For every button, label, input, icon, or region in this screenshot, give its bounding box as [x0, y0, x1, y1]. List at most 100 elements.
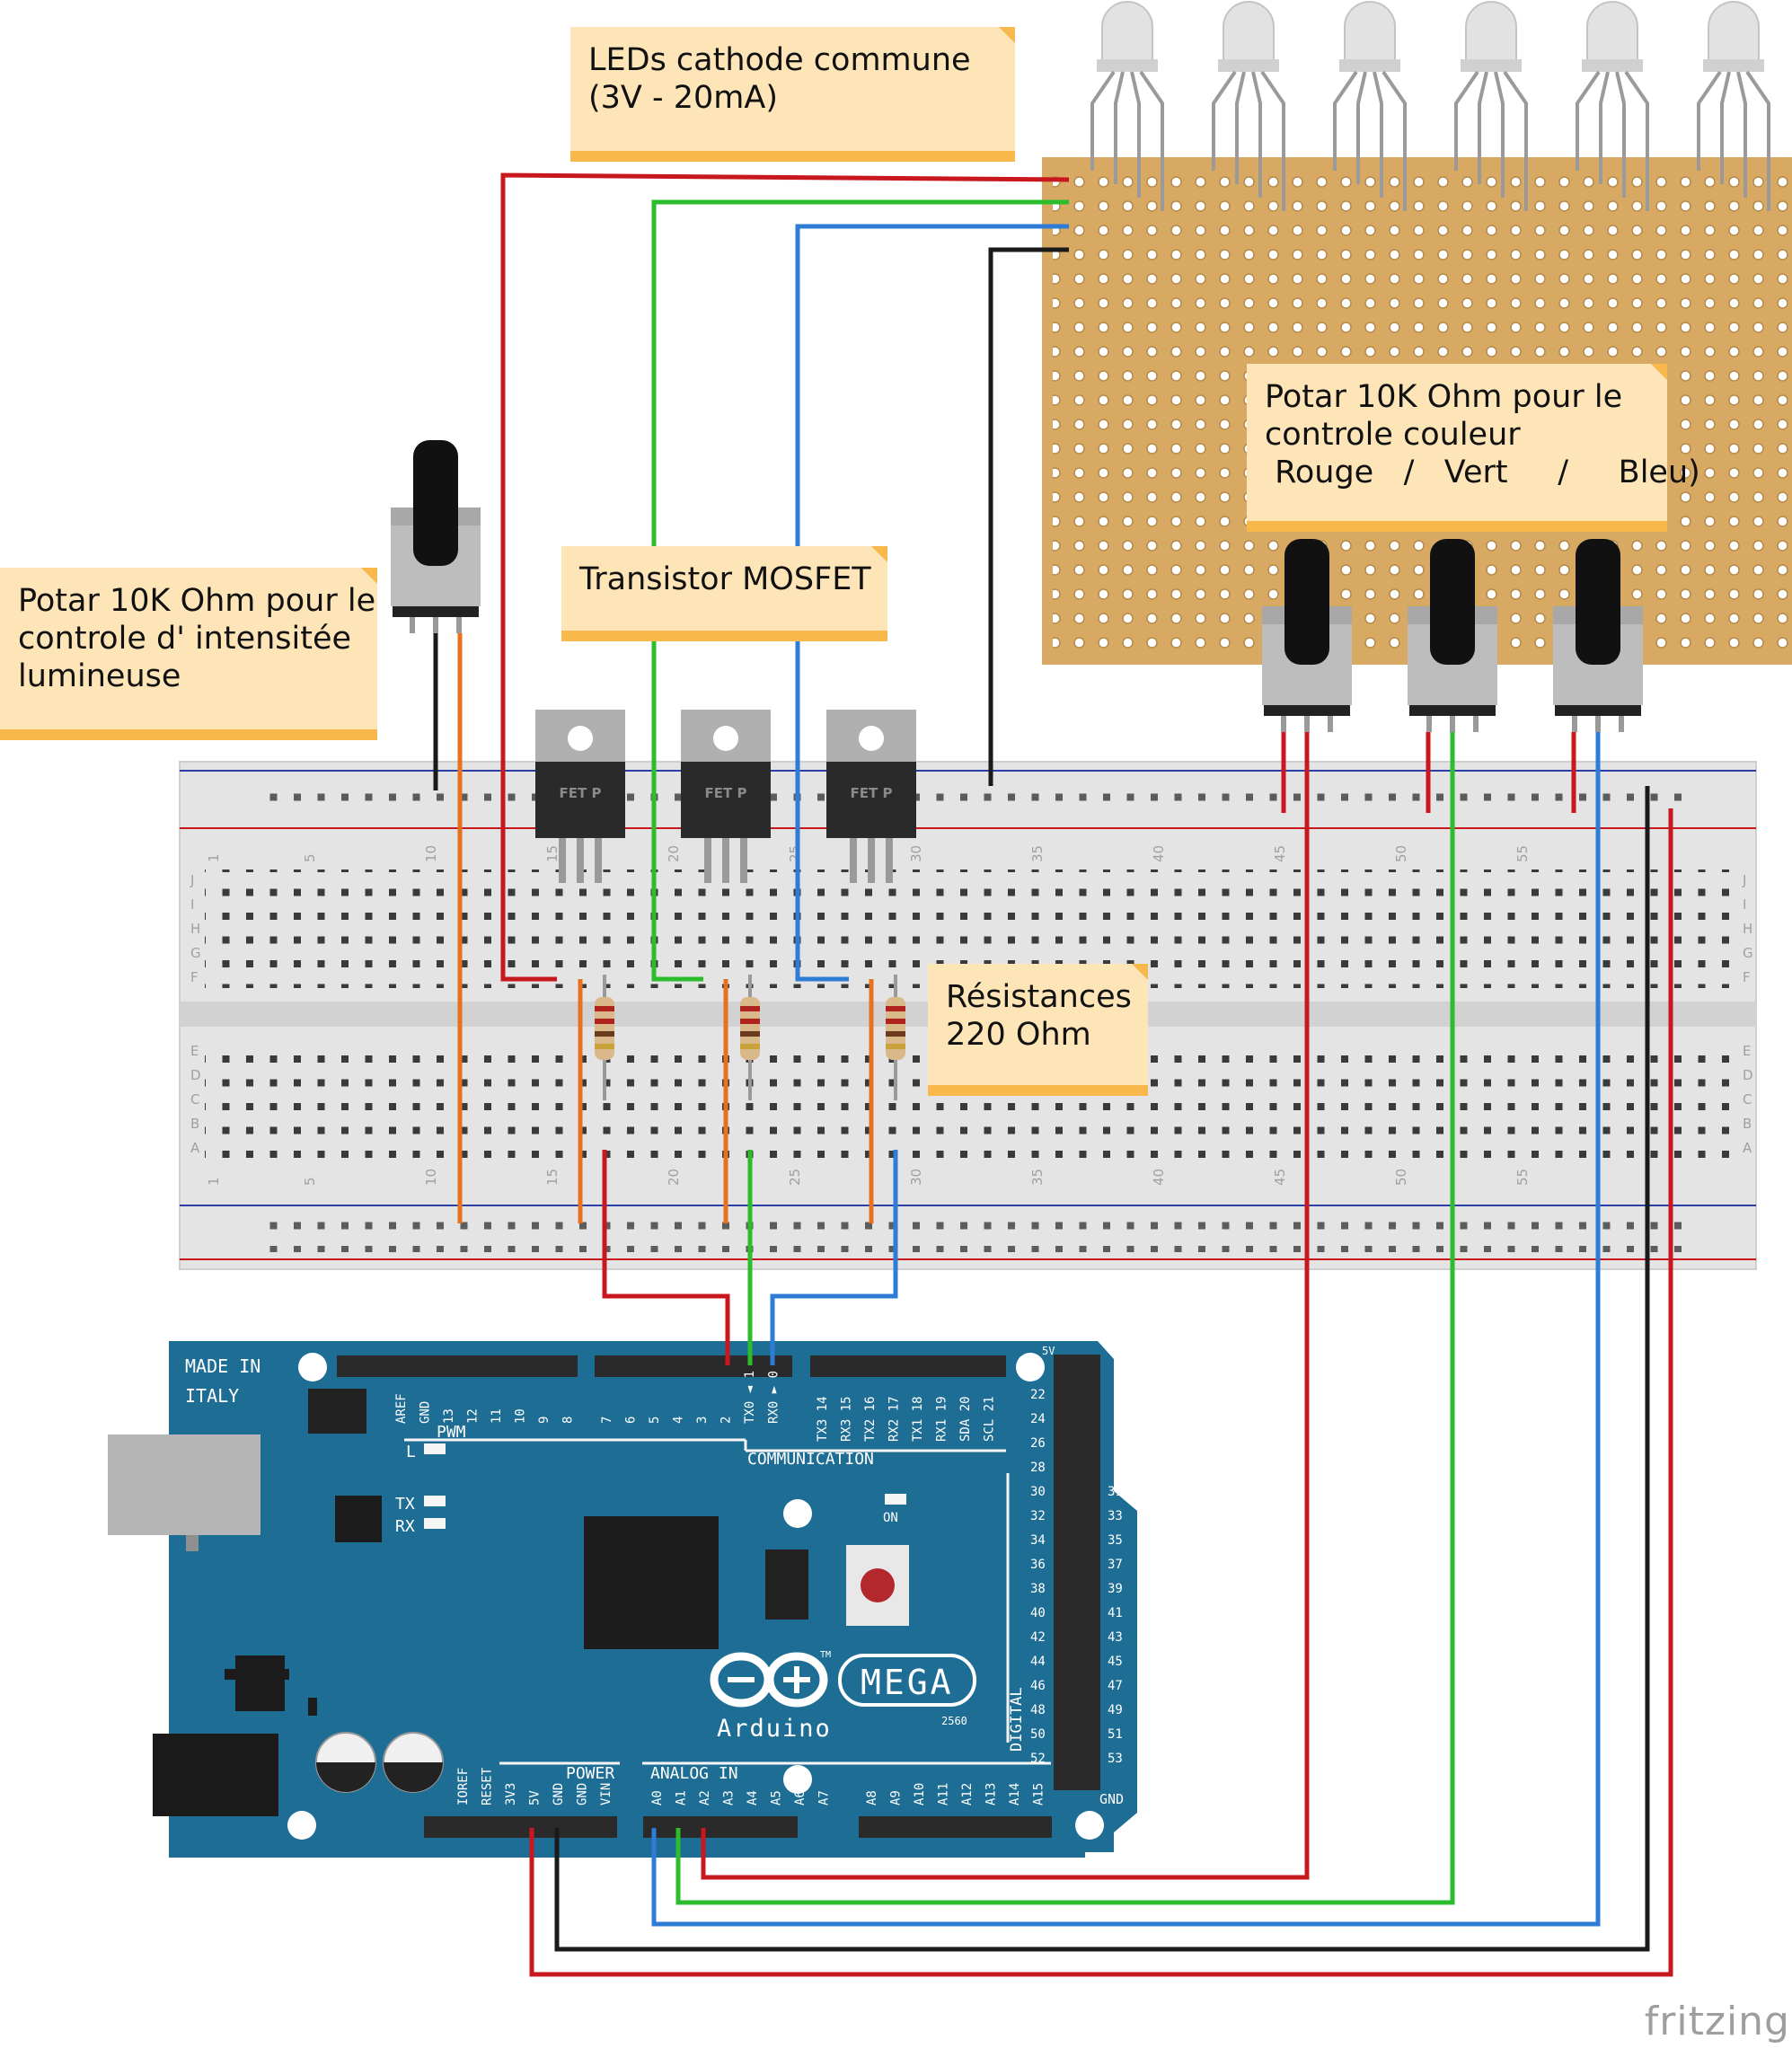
header-pwm: [337, 1355, 578, 1377]
mosfet-tab-hole: [713, 726, 738, 751]
pin-label: 26: [1030, 1436, 1046, 1451]
resistor-band: [886, 1006, 905, 1011]
note-leds-line2: (3V - 20mA): [588, 80, 778, 116]
pot-pin: [1328, 716, 1333, 732]
led-leg: [1382, 70, 1407, 211]
led-rx-label: RX: [395, 1517, 415, 1536]
pin-label: 37: [1108, 1558, 1123, 1572]
pin-label: 48: [1030, 1703, 1046, 1717]
resistor-band: [886, 1031, 905, 1037]
pin-label: A15: [1032, 1783, 1046, 1805]
pin-label: IOREF: [456, 1768, 471, 1805]
pin-label: 53: [1108, 1752, 1123, 1766]
pin-label: A5: [770, 1790, 784, 1805]
resistor-band: [740, 1006, 760, 1011]
led-lens: [1708, 1, 1760, 64]
breadboard-row-letter: F: [1743, 969, 1751, 985]
resistor: [740, 975, 760, 1100]
note-intensity-pot-line2: controle d' intensitée: [18, 621, 352, 657]
pot-base: [1555, 705, 1641, 716]
header-digital-double: [1054, 1355, 1100, 1790]
pot-pin: [433, 617, 438, 633]
mosfet-pin: [577, 838, 584, 883]
pot-shaft: [1430, 539, 1475, 665]
pot-pin: [1304, 716, 1310, 732]
led-leg: [1212, 70, 1237, 171]
breadboard-row-letter: I: [1743, 896, 1746, 913]
resistor: [595, 975, 614, 1100]
mosfet-pin: [886, 838, 893, 883]
analog-in-label: ANALOG IN: [650, 1764, 738, 1783]
breadboard-col-number: 25: [787, 1169, 803, 1186]
resistor: [886, 975, 905, 1100]
led-leg: [1736, 71, 1747, 198]
pin-label: A0: [650, 1790, 665, 1805]
pin-label: GND: [576, 1783, 590, 1805]
pin-label: 36: [1030, 1558, 1046, 1572]
pot-pin: [1473, 716, 1479, 732]
header-power: [424, 1816, 617, 1838]
wire-black-led-cathode: [988, 247, 1069, 786]
breadboard-row-letter: D: [1743, 1067, 1753, 1083]
pin-label: 32: [1030, 1509, 1046, 1523]
led-rim: [1703, 59, 1764, 72]
header-digital-low: [595, 1355, 792, 1377]
note-intensity-pot-line3: lumineuse: [18, 658, 181, 694]
pin-label: RX2 17: [887, 1396, 902, 1442]
pin-label: AREF: [394, 1393, 409, 1424]
mosfet-transistor: FET P: [681, 710, 771, 883]
pin-label: 46: [1030, 1679, 1046, 1693]
note-intensity-pot-line1: Potar 10K Ohm pour le: [18, 583, 376, 619]
mosfet-tab-hole: [568, 726, 593, 751]
breadboard-row-letter: J: [190, 872, 194, 888]
mosfet-pin: [559, 838, 566, 883]
wire-green-pot-a1: [675, 732, 1455, 1905]
pin-label: SDA 20: [958, 1396, 973, 1442]
breadboard-row-letter: H: [1743, 921, 1752, 937]
led-lens: [1223, 1, 1275, 64]
led-l-label: L: [406, 1443, 416, 1461]
pin-label: RX3 15: [840, 1396, 854, 1442]
mosfet-transistor: FET P: [826, 710, 916, 883]
pin-label: A3: [722, 1790, 737, 1805]
note-color-pots-line3: Rouge / Vert / Bleu): [1265, 455, 1700, 490]
breadboard-col-number: 15: [544, 845, 561, 862]
led-leg: [1130, 71, 1141, 198]
led-leg: [1697, 70, 1722, 171]
pin-label: 42: [1030, 1630, 1046, 1645]
usb-port: [108, 1434, 260, 1535]
pin-label: 35: [1108, 1533, 1123, 1548]
led-rim: [1461, 59, 1522, 72]
note-resistors: Résistances 220 Ohm: [928, 964, 1148, 1096]
pin-label: 38: [1030, 1582, 1046, 1596]
note-leds-line1: LEDs cathode commune: [588, 42, 971, 78]
led-leg: [1251, 71, 1262, 198]
note-color-pots-line1: Potar 10K Ohm pour le: [1265, 379, 1623, 415]
mosfet-pin: [722, 838, 729, 883]
breadboard-col-number: 55: [1514, 845, 1531, 862]
breadboard-col-number: 40: [1151, 1169, 1167, 1186]
mega-model: MEGA: [861, 1663, 954, 1702]
pin-label: A7: [817, 1790, 832, 1805]
led-leg: [1478, 71, 1488, 184]
note-mosfet-line1: Transistor MOSFET: [579, 561, 871, 597]
pin-label: A1: [675, 1790, 689, 1805]
pin-label: GND: [419, 1401, 433, 1424]
note-color-pots-line2: controle couleur: [1265, 417, 1521, 453]
pin-label: 31: [1108, 1485, 1123, 1499]
pin-label: A6: [793, 1790, 808, 1805]
note-intensity-pot: Potar 10K Ohm pour le controle d' intens…: [0, 568, 377, 740]
mosfet-pin: [595, 838, 602, 883]
pin-label: 34: [1030, 1533, 1046, 1548]
wire-blue-pot-a0: [651, 732, 1601, 1927]
pin-label: 43: [1108, 1630, 1123, 1645]
led-lens: [1465, 1, 1517, 64]
pin-label: 2: [719, 1417, 734, 1424]
led-rim: [1218, 59, 1279, 72]
mosfet-body: [826, 762, 916, 838]
gnd-label: GND: [1099, 1791, 1124, 1807]
